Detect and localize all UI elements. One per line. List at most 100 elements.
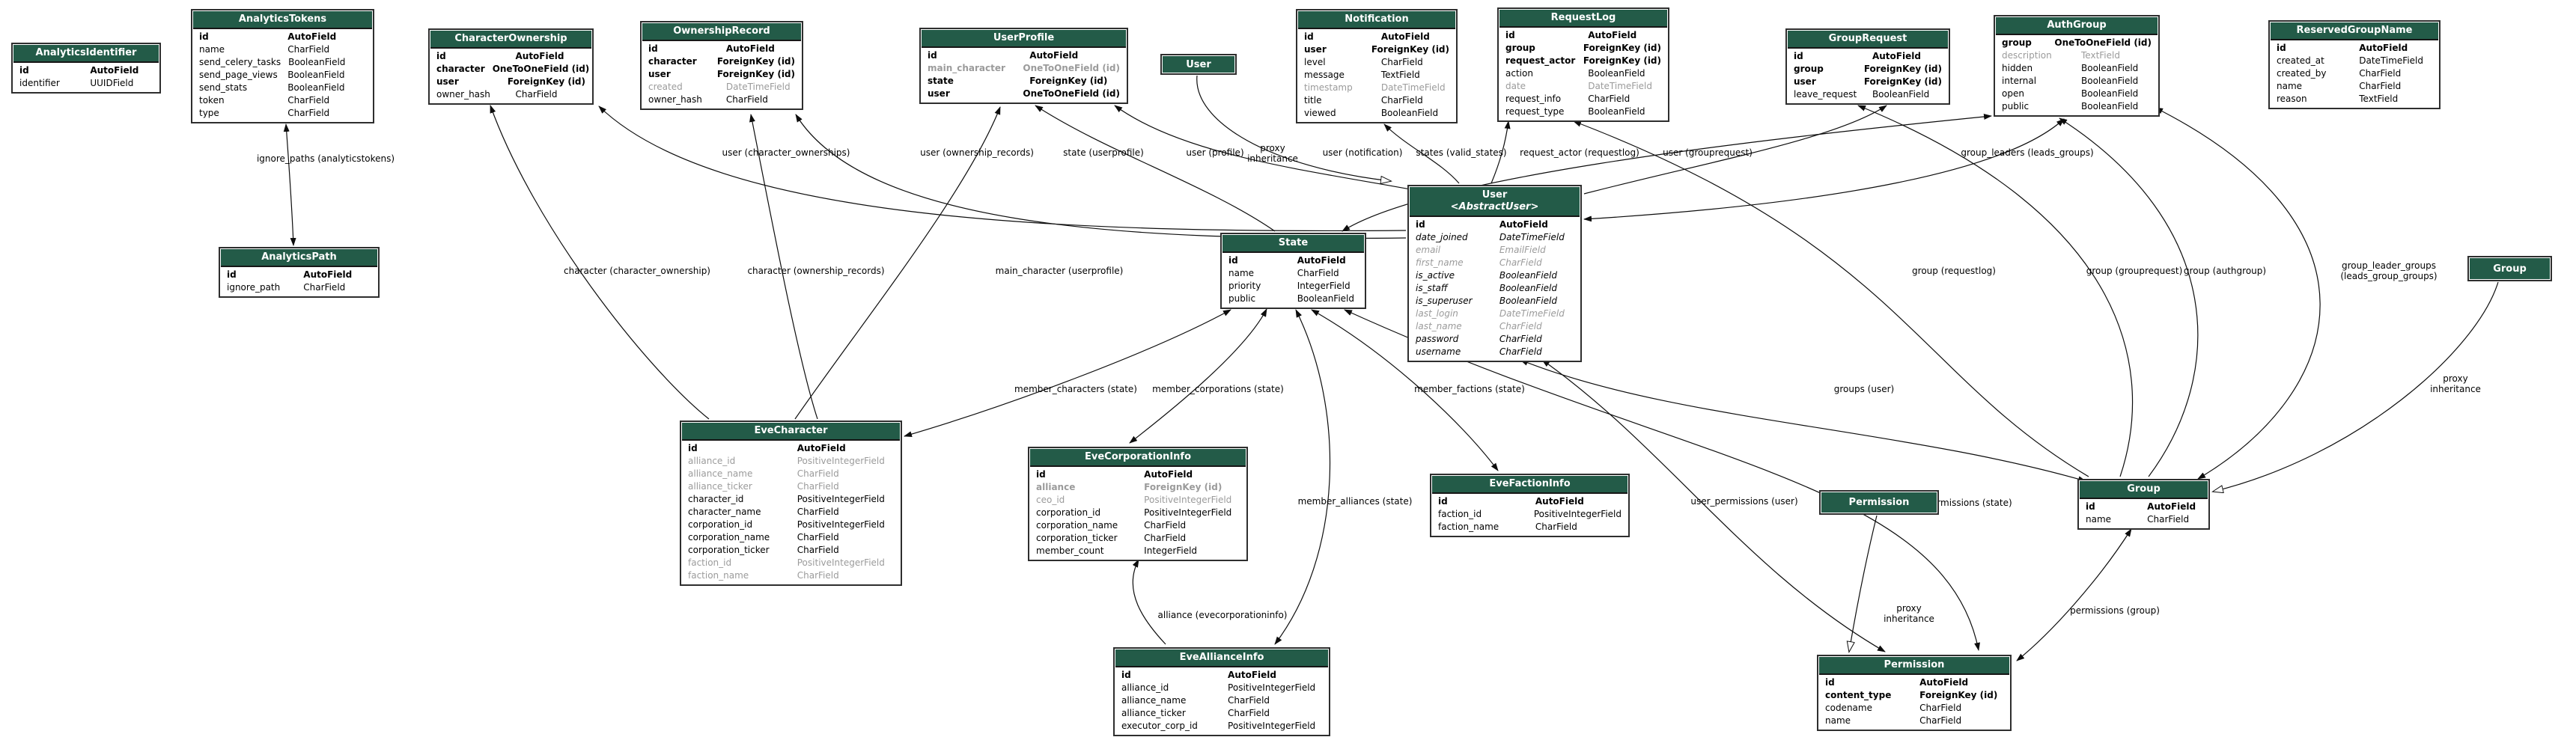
table-title: AnalyticsIdentifier bbox=[35, 47, 137, 58]
field-name: main_character bbox=[928, 63, 1005, 73]
field-name: level bbox=[1304, 57, 1326, 67]
field-type: AutoField bbox=[797, 443, 846, 453]
field-name: name bbox=[1228, 268, 1255, 278]
edge-label-character-ownership-records: character (ownership_records) bbox=[747, 266, 885, 276]
edge-label-member-factions: member_factions (state) bbox=[1414, 384, 1525, 394]
field-type: ForeignKey (id) bbox=[1863, 76, 1942, 87]
relationship-edge-alliance-evecorporationinfo bbox=[1132, 559, 1166, 645]
field-type: PositiveIntegerField bbox=[797, 557, 885, 568]
field-name: id bbox=[2086, 501, 2095, 512]
field-type: CharField bbox=[1380, 57, 1423, 67]
field-name: owner_hash bbox=[436, 89, 490, 100]
field-type: CharField bbox=[1499, 346, 1542, 357]
table-title: State bbox=[1278, 237, 1309, 248]
table-header: CharacterOwnership bbox=[430, 31, 591, 49]
field-name: id bbox=[1304, 31, 1314, 42]
field-type: CharField bbox=[2359, 81, 2402, 91]
field-name: hidden bbox=[2002, 63, 2033, 73]
edge-label-group-grouprequest: group (grouprequest) bbox=[2086, 266, 2183, 276]
field-name: id bbox=[227, 269, 237, 280]
table-header: GroupRequest bbox=[1788, 31, 1948, 49]
field-row: faction_id PositiveIntegerField bbox=[682, 557, 900, 569]
field-name: name bbox=[2277, 81, 2303, 91]
edge-label-states-valid-states: states (valid_states) bbox=[1416, 147, 1507, 158]
field-name: alliance_name bbox=[688, 468, 753, 479]
field-name: corporation_ticker bbox=[1036, 533, 1118, 543]
field-name: timestamp bbox=[1304, 82, 1353, 93]
field-type: CharField bbox=[1499, 334, 1542, 344]
field-name: user bbox=[928, 88, 950, 99]
field-type: CharField bbox=[797, 545, 839, 555]
field-name: leave_request bbox=[1794, 89, 1857, 100]
table-header: EveFactionInfo bbox=[1432, 476, 1627, 494]
field-name: token bbox=[199, 95, 225, 106]
field-name: reason bbox=[2277, 94, 2307, 104]
field-type: CharField bbox=[797, 570, 839, 581]
field-type: BooleanField bbox=[1499, 270, 1558, 281]
field-name: date_joined bbox=[1416, 232, 1468, 242]
edge-label-user-permissions: user_permissions (user) bbox=[1690, 496, 1798, 507]
table-header: UserProfile bbox=[922, 30, 1126, 48]
field-type: IntegerField bbox=[1297, 281, 1351, 291]
table-header: RequestLog bbox=[1499, 10, 1667, 28]
field-name: id bbox=[1794, 51, 1803, 61]
field-type: ForeignKey (id) bbox=[1863, 64, 1942, 74]
relationship-edge-group-authgroup bbox=[2059, 117, 2199, 477]
field-type: DateTimeField bbox=[725, 82, 791, 92]
field-type: AutoField bbox=[2359, 43, 2408, 53]
relationship-edge-group-grouprequest bbox=[1857, 105, 2134, 477]
field-type: ForeignKey (id) bbox=[1919, 690, 1998, 700]
field-name: id bbox=[688, 443, 698, 453]
field-name: id bbox=[19, 65, 29, 76]
field-name: corporation_name bbox=[1036, 520, 1118, 531]
proxy-model-title: User bbox=[1186, 58, 1211, 70]
field-name: corporation_name bbox=[688, 532, 770, 542]
field-type: BooleanField bbox=[1499, 283, 1558, 293]
field-name: faction_id bbox=[688, 557, 732, 568]
field-type: CharField bbox=[287, 95, 330, 106]
relationship-edge-request-actor-requestlog bbox=[1491, 120, 1511, 184]
relationship-edge-group-requestlog bbox=[1573, 120, 2089, 477]
field-type: CharField bbox=[1144, 520, 1187, 531]
field-name: first_name bbox=[1416, 257, 1464, 268]
field-type: BooleanField bbox=[2081, 88, 2139, 99]
field-name: id bbox=[1036, 469, 1046, 480]
relationship-edge-member-characters bbox=[904, 309, 1231, 438]
field-name: title bbox=[1304, 95, 1322, 106]
table-title: Permission bbox=[1884, 659, 1945, 670]
field-name: id bbox=[1438, 496, 1448, 507]
edge-label-member-alliances: member_alliances (state) bbox=[1297, 496, 1413, 507]
field-type: DateTimeField bbox=[2359, 55, 2423, 66]
